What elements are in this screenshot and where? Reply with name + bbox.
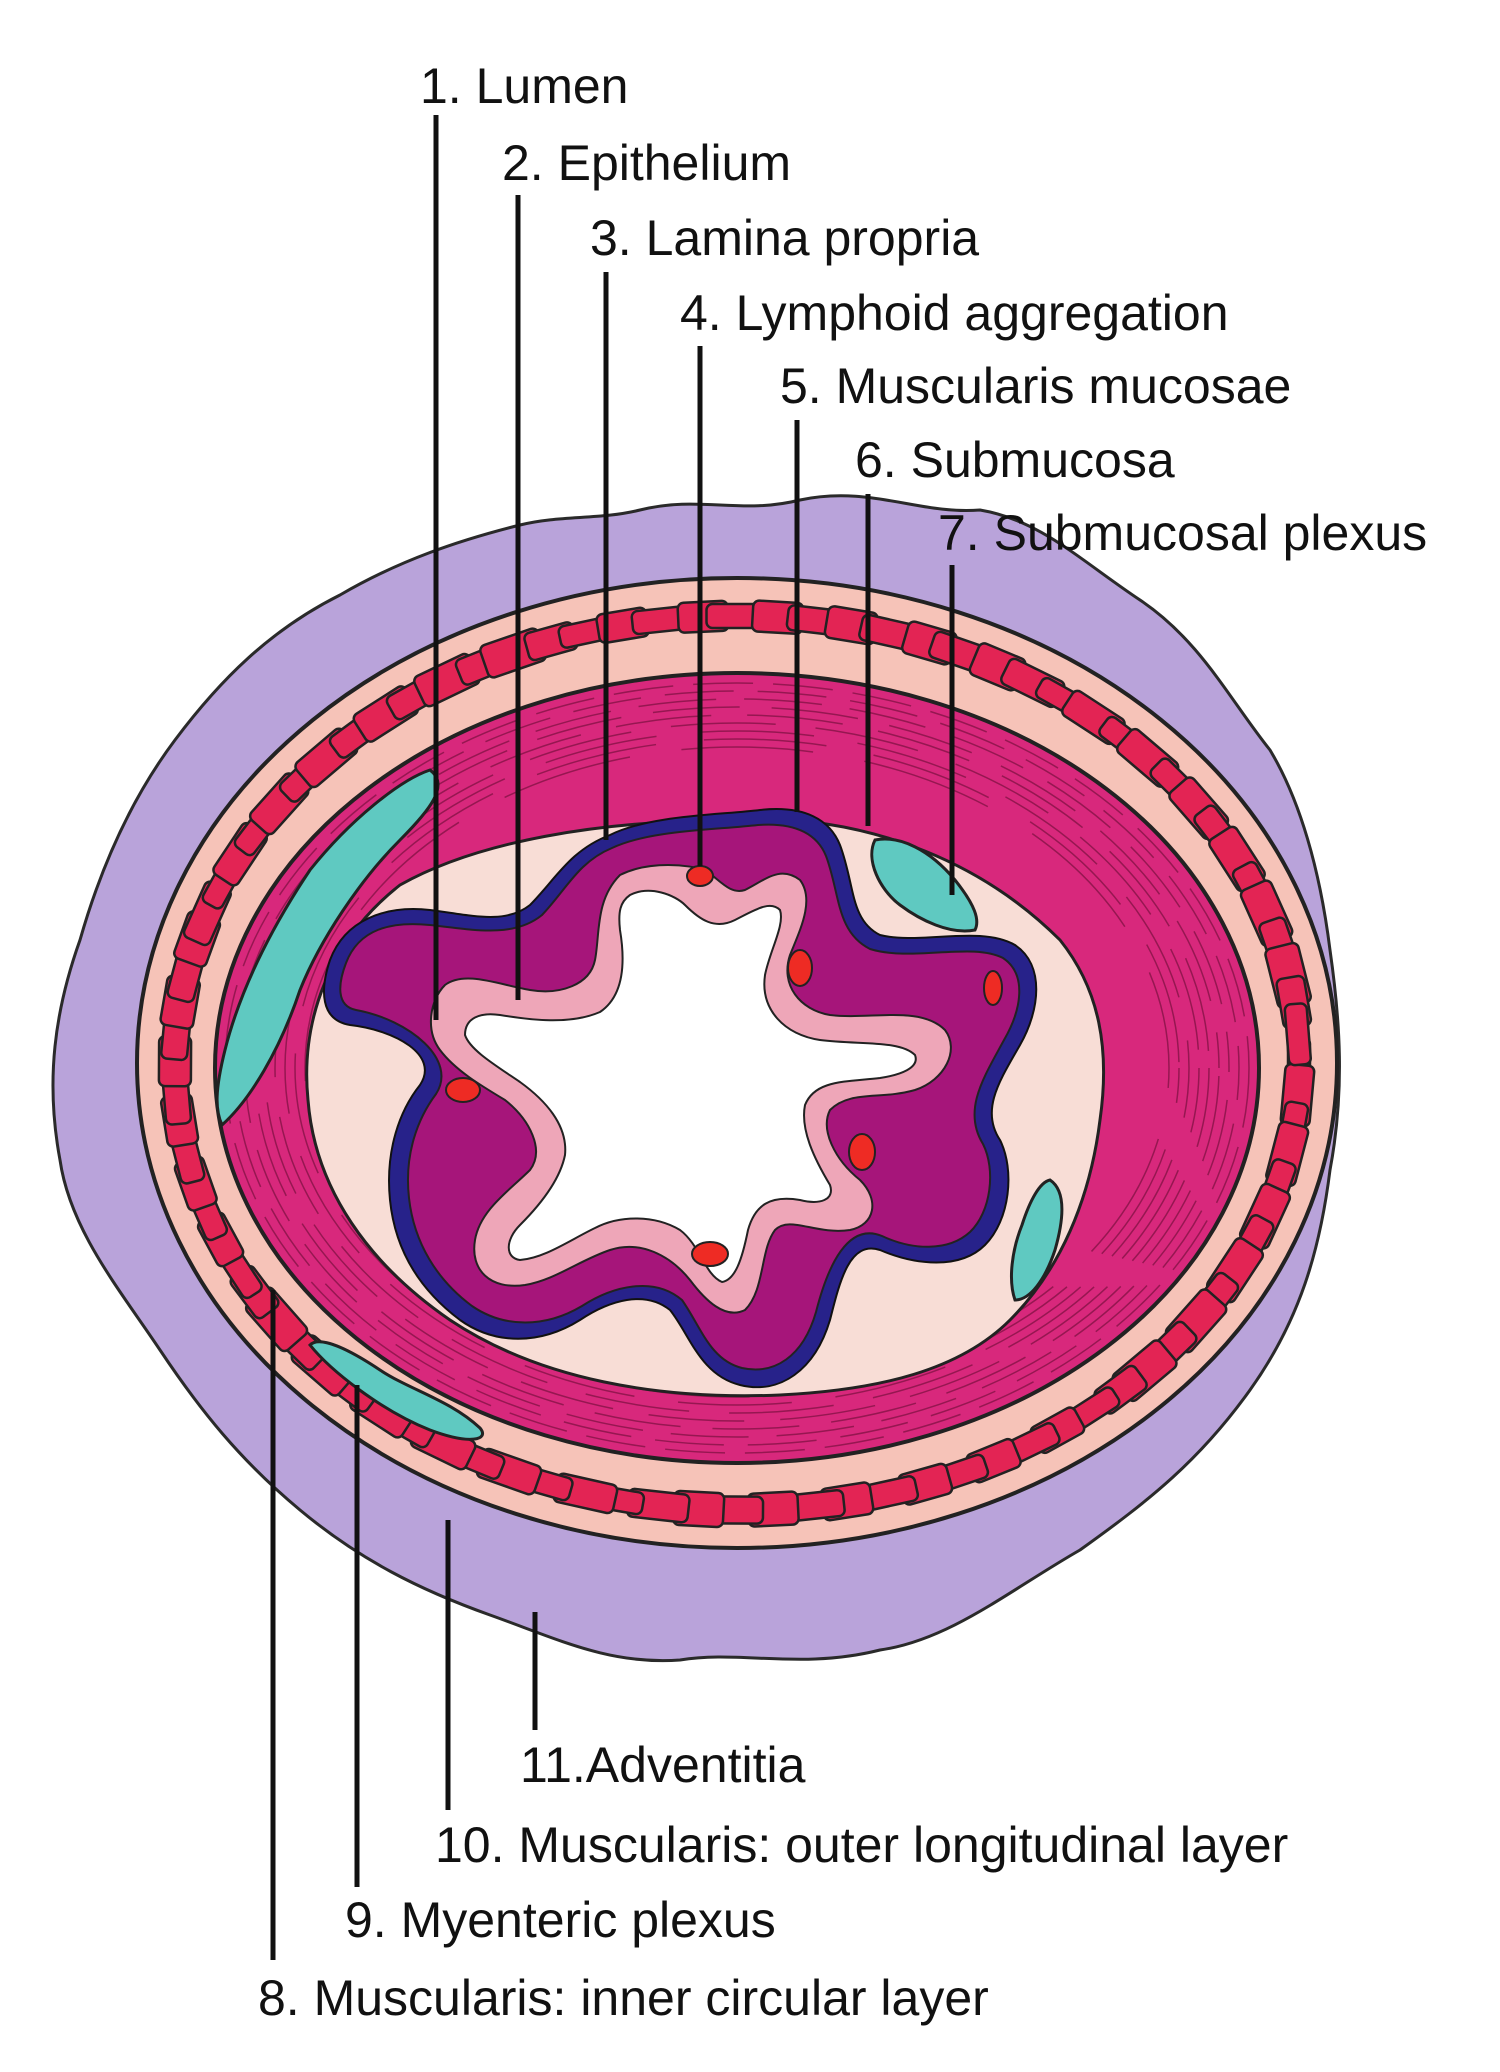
inner-circular-fiber: [304, 746, 1170, 1390]
lymphoid-aggregation-5: [691, 1241, 729, 1267]
lymphoid-aggregation-2: [787, 949, 813, 987]
label-submucosal-plexus: 7. Submucosal plexus: [938, 505, 1427, 561]
lymphoid-aggregation-1: [686, 865, 714, 887]
label-muscularis-mucosae: 5. Muscularis mucosae: [780, 358, 1291, 414]
lymphoid-aggregation-4: [848, 1133, 876, 1171]
label-lumen: 1. Lumen: [420, 58, 628, 114]
myenteric-plexus-patch-left: [215, 768, 440, 1128]
label-lymphoid-aggregation: 4. Lymphoid aggregation: [680, 285, 1229, 341]
lymphoid-aggregation-3: [983, 970, 1003, 1006]
label-adventitia: 11.Adventitia: [520, 1737, 806, 1793]
inner-circular-fiber: [274, 722, 1200, 1414]
label-submucosa: 6. Submucosa: [855, 432, 1175, 488]
leader-lines: [270, 115, 955, 1960]
outer-longitudinal-muscle-blocks: [157, 599, 1316, 1529]
submucosal-plexus-patch-lower: [1009, 1178, 1064, 1302]
label-myenteric-plexus: 9. Myenteric plexus: [345, 1892, 776, 1948]
lymphoid-aggregation-6: [445, 1077, 481, 1103]
lumen: [463, 889, 917, 1284]
inner-circular-fiber: [264, 714, 1210, 1422]
label-epithelium: 2. Epithelium: [502, 135, 791, 191]
outer-longitudinal-block: [1283, 1002, 1312, 1067]
label-lamina-propria: 3. Lamina propria: [590, 210, 979, 266]
submucosal-plexus-patch-upper: [870, 837, 979, 933]
inner-circular-fiber: [284, 730, 1190, 1406]
myenteric-plexus-patch-bottom: [307, 1340, 484, 1441]
label-outer-longitudinal: 10. Muscularis: outer longitudinal layer: [435, 1817, 1288, 1873]
label-inner-circular: 8. Muscularis: inner circular layer: [258, 1970, 989, 2026]
